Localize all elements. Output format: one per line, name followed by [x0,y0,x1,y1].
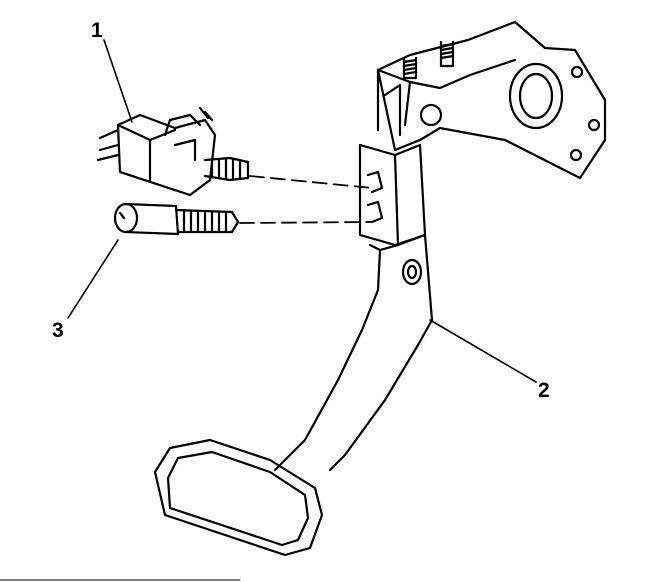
switch-mounting-plate [360,145,425,245]
switch-plunger [115,204,238,234]
pedal-pad [155,440,322,555]
mounting-studs [404,42,453,78]
leader-lines [68,40,536,382]
mounting-bracket [378,22,605,178]
stop-lamp-switch [98,108,248,195]
assembly-lines [240,176,372,223]
callout-plunger: 3 [52,319,64,342]
callout-pedal: 2 [538,379,550,402]
pedal-arm [275,235,432,470]
callout-switch: 1 [91,19,103,42]
